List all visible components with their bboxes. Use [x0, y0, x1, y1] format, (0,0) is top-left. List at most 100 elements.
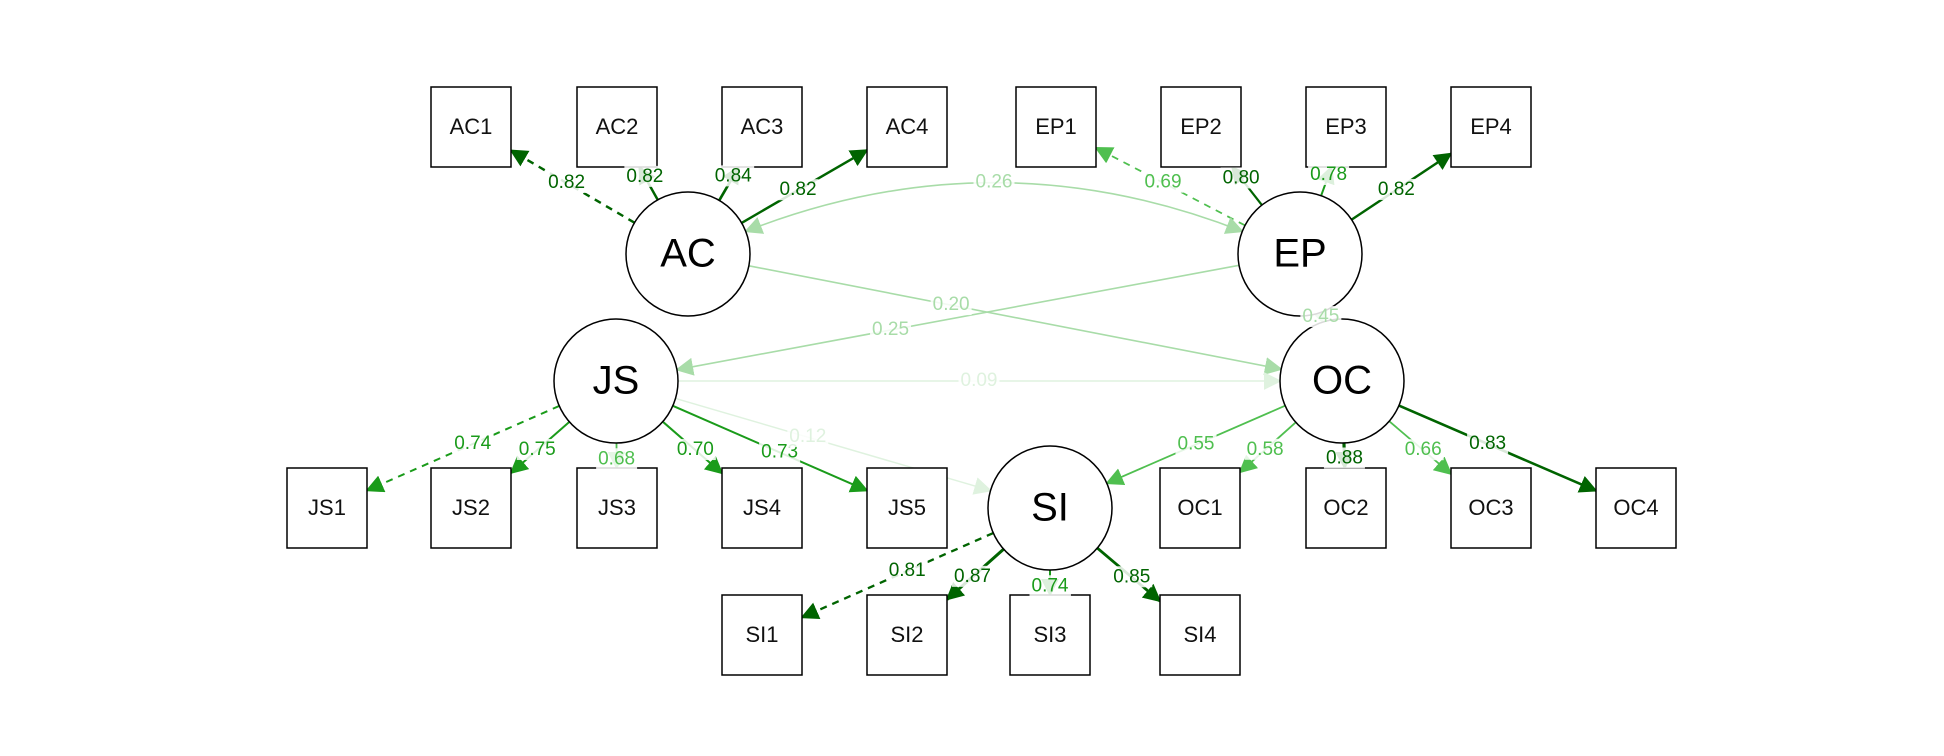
path-JS-SI-label-bg: [787, 426, 829, 448]
indicator-label: EP1: [1035, 114, 1077, 139]
latent-AC: AC: [625, 191, 751, 317]
indicator-box: [430, 86, 512, 168]
indicator-box: [286, 467, 368, 549]
indicator-JS2: JS2: [430, 467, 512, 549]
indicator-box: [866, 467, 948, 549]
indicator-JS5: JS5: [866, 467, 948, 549]
loading-label-EP4-bg: [1375, 178, 1417, 200]
indicator-JS4: JS4: [721, 467, 803, 549]
latent-circle: [1237, 191, 1363, 317]
loading-label-SI3-bg: [1029, 575, 1071, 597]
indicator-label: SI4: [1183, 622, 1216, 647]
path-EP-OC-label: 0.45: [1302, 306, 1339, 327]
path-JS-SI-label: 0.12: [789, 426, 826, 447]
indicator-AC3: AC3: [721, 86, 803, 168]
indicator-label: EP3: [1325, 114, 1367, 139]
indicator-label: EP2: [1180, 114, 1222, 139]
indicator-OC4: OC4: [1595, 467, 1677, 549]
loading-label-JS3: 0.68: [598, 448, 635, 469]
indicator-label: AC4: [886, 114, 929, 139]
loading-label-OC4-bg: [1467, 432, 1509, 454]
latent-SI: SI: [987, 445, 1113, 571]
loading-label-JS3-bg: [596, 448, 638, 470]
covariance-AC-EP-label: 0.26: [976, 172, 1013, 193]
loading-label-JS1-bg: [452, 432, 494, 454]
loading-label-EP2-bg: [1220, 167, 1262, 189]
indicator-box: [576, 86, 658, 168]
latent-circle: [625, 191, 751, 317]
loading-label-EP1-bg: [1142, 171, 1184, 193]
indicator-SI2: SI2: [866, 594, 948, 676]
path-OC-SI-label: 0.55: [1178, 434, 1215, 455]
loading-label-EP2: 0.80: [1223, 167, 1260, 188]
indicator-SI1: SI1: [721, 594, 803, 676]
loading-label-EP3-bg: [1308, 164, 1350, 186]
path-EP-JS: [675, 264, 1240, 376]
indicator-box: [721, 86, 803, 168]
indicator-box: [576, 467, 658, 549]
indicator-EP2: EP2: [1160, 86, 1242, 168]
loading-label-SI3: 0.74: [1032, 575, 1069, 596]
loading-label-AC3: 0.84: [715, 165, 752, 186]
indicator-EP4: EP4: [1450, 86, 1532, 168]
latent-JS: JS: [553, 318, 679, 444]
indicator-label: EP4: [1470, 114, 1512, 139]
indicator-box: [1450, 467, 1532, 549]
loading-label-JS2: 0.75: [519, 439, 556, 460]
loading-label-AC1: 0.82: [548, 172, 585, 193]
indicator-label: SI1: [745, 622, 778, 647]
indicator-box: [1160, 86, 1242, 168]
path-JS-OC-label-bg: [958, 370, 1000, 392]
indicator-label: AC3: [741, 114, 784, 139]
latent-circle: [1279, 318, 1405, 444]
indicator-label: JS3: [598, 495, 636, 520]
indicator-label: JS1: [308, 495, 346, 520]
path-AC-OC: [748, 265, 1283, 375]
indicator-OC2: OC2: [1305, 467, 1387, 549]
loading-label-AC3-bg: [712, 165, 755, 187]
indicator-box: [866, 86, 948, 168]
loading-label-SI2-bg: [951, 565, 993, 587]
indicator-box: [430, 467, 512, 549]
covariance-AC-EP-label-bg: [973, 171, 1015, 193]
loading-label-OC3-bg: [1402, 439, 1444, 461]
loading-label-SI2: 0.87: [954, 566, 991, 587]
indicator-box: [721, 467, 803, 549]
latent-EP: EP: [1237, 191, 1363, 317]
indicator-box: [1305, 467, 1387, 549]
indicator-AC4: AC4: [866, 86, 948, 168]
path-AC-OC-label-bg: [930, 294, 972, 316]
loading-label-SI1-bg: [886, 559, 928, 581]
loading-label-EP4: 0.82: [1378, 179, 1415, 200]
loading-label-EP3: 0.78: [1310, 164, 1347, 185]
path-EP-OC-label-bg: [1300, 306, 1342, 328]
indicator-SI4: SI4: [1159, 594, 1241, 676]
loading-label-JS4: 0.70: [677, 439, 714, 460]
path-EP-JS-label: 0.25: [872, 319, 909, 340]
loading-label-AC1-bg: [546, 171, 588, 193]
path-AC-OC-label: 0.20: [933, 294, 970, 315]
indicator-OC3: OC3: [1450, 467, 1532, 549]
indicator-label: JS4: [743, 495, 781, 520]
loading-label-OC2: 0.88: [1326, 448, 1363, 469]
loading-label-AC4-bg: [777, 179, 819, 201]
loading-label-JS4-bg: [674, 439, 716, 461]
indicator-label: SI3: [1033, 622, 1066, 647]
latent-label: EP: [1273, 232, 1326, 276]
loading-label-OC4: 0.83: [1469, 433, 1506, 454]
indicator-box: [1009, 594, 1091, 676]
indicator-EP1: EP1: [1015, 86, 1097, 168]
latent-circle: [553, 318, 679, 444]
indicator-JS3: JS3: [576, 467, 658, 549]
indicator-SI3: SI3: [1009, 594, 1091, 676]
indicator-box: [721, 594, 803, 676]
indicator-OC1: OC1: [1159, 467, 1241, 549]
indicator-box: [1015, 86, 1097, 168]
latent-label: AC: [660, 232, 716, 276]
loading-label-OC1-bg: [1244, 438, 1286, 460]
indicator-box: [1450, 86, 1532, 168]
loading-label-SI1: 0.81: [889, 560, 926, 581]
